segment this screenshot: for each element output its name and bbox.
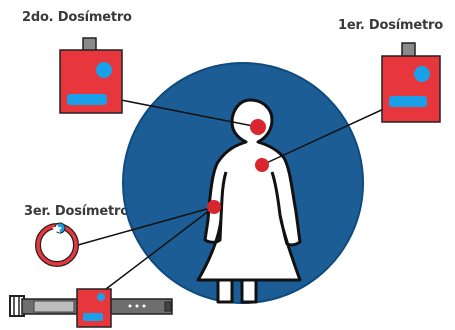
- band-sensor-dot: [97, 293, 105, 301]
- ring-dosimeter: [38, 223, 76, 264]
- wrist-marker: [207, 200, 221, 214]
- band-badge: [77, 289, 111, 327]
- band-strap-highlight: [34, 301, 74, 312]
- wristband-dosimeter: [10, 289, 172, 327]
- badge-window: [389, 96, 427, 107]
- second-dosimeter-badge: [60, 38, 122, 113]
- chest-marker: [255, 158, 269, 172]
- badge-body: [382, 56, 440, 122]
- neck-marker: [250, 119, 266, 135]
- first-dosimeter-badge: [382, 43, 440, 122]
- badge-sensor-dot: [96, 62, 112, 78]
- badge-window: [67, 94, 107, 105]
- badge-sensor-dot: [414, 66, 430, 82]
- band-window: [83, 313, 103, 321]
- badge-clip: [402, 43, 415, 57]
